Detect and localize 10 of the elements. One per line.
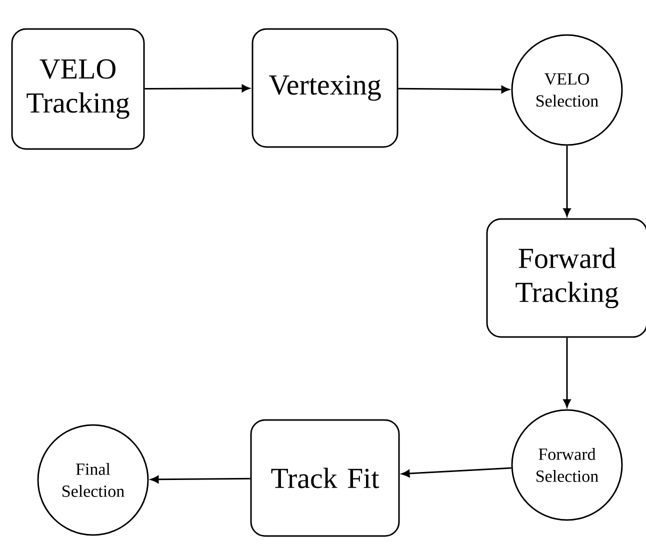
process-box: Forward Tracking	[486, 218, 646, 338]
arrow	[398, 86, 510, 94]
arrow	[150, 476, 250, 484]
arrow	[144, 84, 250, 92]
process-box: Track Fit	[250, 419, 400, 537]
process-box: Vertexing	[252, 28, 398, 148]
process-box: VELO Tracking	[11, 28, 145, 150]
arrow	[402, 467, 512, 478]
arrow	[563, 146, 571, 216]
arrow	[563, 338, 571, 408]
